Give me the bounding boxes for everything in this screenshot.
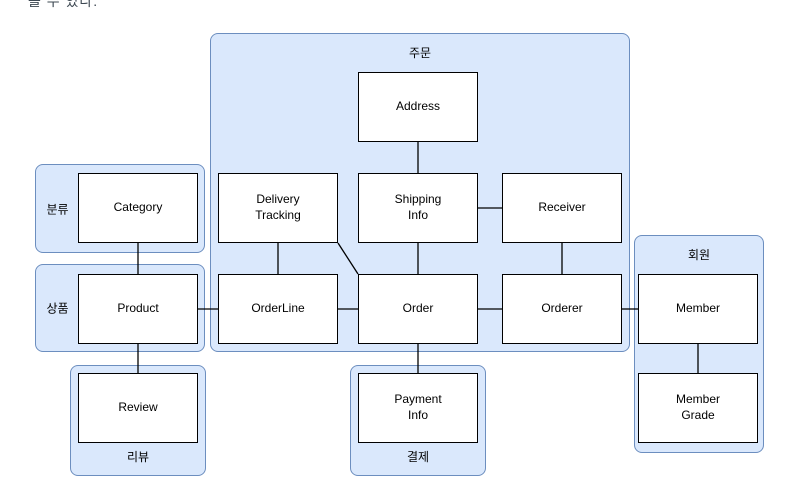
entity-order[interactable]: Order <box>358 274 478 344</box>
entity-receiver[interactable]: Receiver <box>502 173 622 243</box>
product-group-label: 상품 <box>46 301 69 316</box>
review-group-label: 리뷰 <box>126 450 150 464</box>
category-group-label: 분류 <box>46 202 69 216</box>
member-group-label: 회원 <box>687 248 711 262</box>
entity-product[interactable]: Product <box>78 274 198 344</box>
entity-category[interactable]: Category <box>78 173 198 243</box>
entity-member-grade[interactable]: Member Grade <box>638 373 758 443</box>
clipped-paragraph-text: 볼 수 있다. <box>28 0 99 9</box>
entity-payment-info[interactable]: Payment Info <box>358 373 478 443</box>
entity-member[interactable]: Member <box>638 274 758 344</box>
entity-address[interactable]: Address <box>358 72 478 142</box>
entity-orderer[interactable]: Orderer <box>502 274 622 344</box>
payment-group-label: 결제 <box>406 450 430 464</box>
entity-orderline[interactable]: OrderLine <box>218 274 338 344</box>
order-group-label: 주문 <box>408 46 432 60</box>
entity-shipping-info[interactable]: Shipping Info <box>358 173 478 243</box>
entity-delivery-tracking[interactable]: Delivery Tracking <box>218 173 338 243</box>
entity-review[interactable]: Review <box>78 373 198 443</box>
